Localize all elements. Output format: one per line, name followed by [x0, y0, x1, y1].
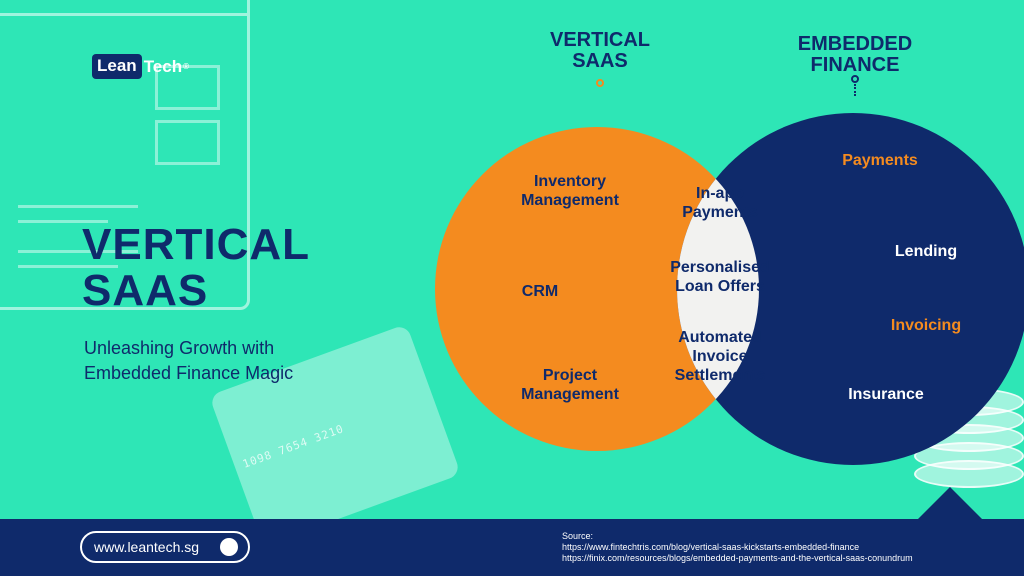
venn-title-line: FINANCE [810, 54, 900, 76]
logo-registered-mark: ® [183, 62, 190, 71]
venn-item-line: In-app [696, 185, 744, 202]
vertical-saas-title: VERTICAL SAAS [540, 30, 660, 72]
venn-item-automated-invoice-settlements: Automated Invoice Settlements [650, 328, 790, 385]
leantech-logo: Lean Tech ® [92, 54, 189, 79]
subtitle-line: Unleashing Growth with [84, 338, 275, 358]
pin-icon [851, 75, 859, 83]
venn-item-line: CRM [521, 283, 559, 300]
venn-item-insurance: Insurance [848, 386, 924, 403]
footer-notch [918, 487, 982, 519]
dotted-connector [854, 84, 856, 96]
source-citation: Source: https://www.fintechtris.com/blog… [562, 531, 913, 564]
venn-title-line: SAAS [572, 50, 628, 72]
venn-item-line: Invoice [692, 348, 748, 365]
subtitle-line: Embedded Finance Magic [84, 363, 294, 383]
embedded-finance-title: EMBEDDED FINANCE [780, 34, 930, 76]
website-dot-icon [220, 538, 238, 556]
pin-icon [596, 79, 604, 87]
venn-item-line: Management [521, 386, 619, 403]
logo-tech: Tech [143, 56, 183, 76]
venn-item-line: Settlements [674, 367, 766, 384]
website-link[interactable]: www.leantech.sg [80, 531, 250, 563]
venn-title-line: VERTICAL [550, 29, 650, 51]
title-line: SAAS [82, 266, 209, 315]
venn-item-line: Management [521, 192, 619, 209]
venn-item-personalised-loan-offers: Personalised Loan Offers [650, 258, 790, 296]
venn-item-line: Automated [678, 329, 762, 346]
venn-item-line: Payments [682, 204, 758, 221]
venn-title-line: EMBEDDED [797, 33, 913, 55]
venn-item-payments: Payments [842, 152, 918, 169]
page-subtitle: Unleashing Growth with Embedded Finance … [84, 336, 293, 386]
venn-item-lending: Lending [894, 243, 958, 260]
title-line: VERTICAL [82, 220, 310, 269]
page-title: VERTICAL SAAS [82, 222, 310, 314]
venn-item-line: Loan Offers [675, 278, 765, 295]
source-label: Source: [562, 531, 594, 541]
venn-item-line: Inventory [533, 173, 606, 190]
venn-item-invoicing: Invoicing [890, 317, 962, 334]
embedded-finance-circle [677, 113, 1024, 465]
venn-item-line: Personalised [670, 259, 770, 276]
source-link[interactable]: https://finix.com/resources/blogs/embedd… [562, 553, 913, 563]
venn-item-line: Project [542, 367, 598, 384]
venn-item-in-app-payments: In-app Payments [650, 184, 790, 222]
venn-item-crm: CRM [490, 282, 590, 301]
footer-bar [0, 519, 1024, 576]
venn-item-inventory-management: Inventory Management [490, 172, 650, 210]
venn-item-project-management: Project Management [490, 366, 650, 404]
source-link[interactable]: https://www.fintechtris.com/blog/vertica… [562, 542, 860, 552]
logo-lean: Lean [92, 54, 142, 79]
vertical-saas-circle [435, 127, 759, 451]
